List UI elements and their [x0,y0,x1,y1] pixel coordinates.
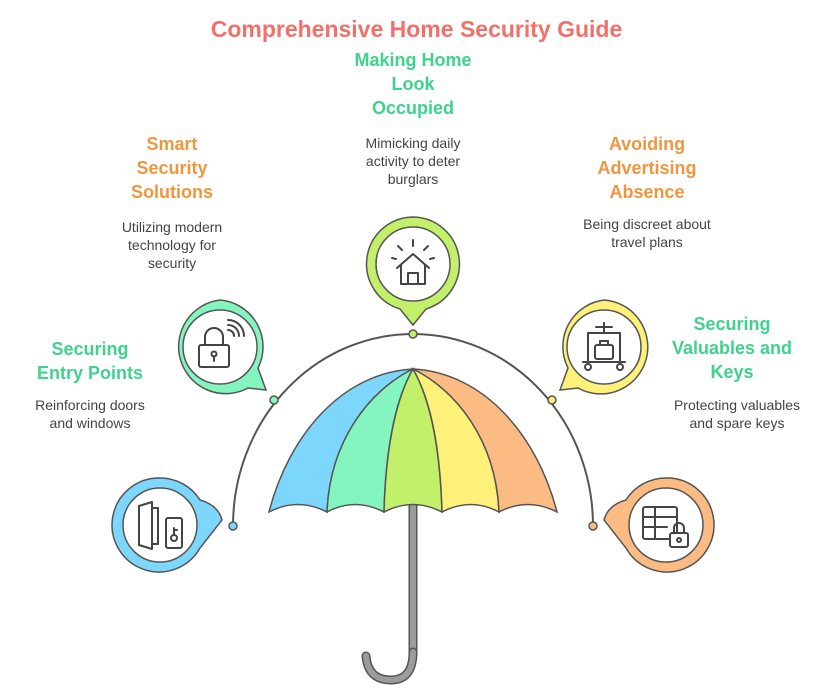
house-light-icon [391,239,435,285]
door-key-icon [138,501,183,550]
connector-dot-4 [547,395,557,405]
connector-dot-1 [228,521,238,531]
badge-valuables-keys [603,477,715,573]
badge-avoid-absence [558,299,649,395]
safe-lock-icon [642,506,689,548]
page-title: Comprehensive Home Security Guide [210,16,623,42]
luggage-cart-icon [582,322,626,371]
smart-lock-icon [198,319,245,368]
badge-home-occupied [365,216,461,327]
connector-dot-3 [408,329,418,339]
badge-smart-security [177,299,268,395]
badge-entry-points [111,477,223,573]
canopy-segment-5 [412,368,559,514]
connector-dot-2 [269,395,279,405]
connector-dot-5 [588,521,598,531]
